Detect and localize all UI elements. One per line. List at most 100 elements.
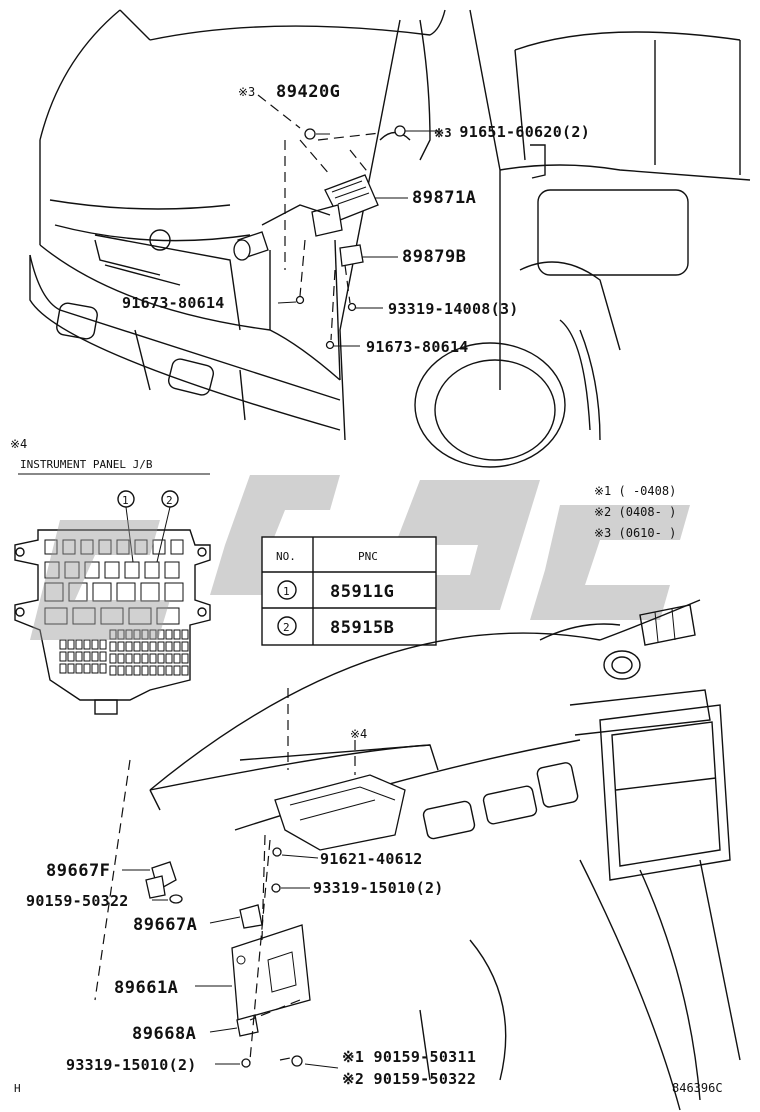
part-label-89667a: 89667A [133,915,197,935]
fuse-slot [91,663,99,674]
dashboard-illustration [145,599,741,1111]
fuse-slot [68,582,88,602]
fuse-slot [141,629,149,640]
table-header-pnc: PNC [358,550,378,563]
fuse-slot [164,561,180,579]
fuse-slot [117,653,125,664]
fuse-slot [181,641,189,652]
fuse-slot [157,641,165,652]
illustration-code: 846396C [672,1081,723,1095]
fuse-slot [67,663,75,674]
fuse-slot [59,639,67,650]
fuse-slot [44,561,60,579]
fuse-slot [133,629,141,640]
fuse-slot [116,539,130,555]
fuse-slot [125,653,133,664]
part-label-90159-50322-b: ※2 90159-50322 [342,1070,476,1088]
fuse-slot [133,641,141,652]
table-row-2-no: 2 [283,621,290,634]
fuse-slot [67,651,75,662]
fuse-slot [124,561,140,579]
fuse-slot [165,665,173,676]
part-label-93319-15010-b: 93319-15010(2) [66,1056,197,1074]
part-label-93319-14008: 93319-14008(3) [388,300,519,318]
corner-mark: H [14,1082,21,1095]
table-row-1-pnc: 85911G [330,582,394,602]
part-label-89879b: 89879B [402,247,466,267]
fuse-slot [173,629,181,640]
fuse-slot [157,653,165,664]
table-row-1-no: 1 [283,585,290,598]
part-label-91621-40612: 91621-40612 [320,850,423,868]
fuse-slot [44,607,68,625]
fuse-slot [98,539,112,555]
fuse-slot [62,539,76,555]
fuse-slot [99,663,107,674]
part-label-89871a: 89871A [412,188,476,208]
table-header-no: NO. [276,550,296,563]
fuse-slot [59,663,67,674]
jb-mark: ※4 [10,437,27,451]
part-label-93319-15010-a: 93319-15010(2) [313,879,444,897]
fuse-slot [117,629,125,640]
jb-callout-2: 2 [166,494,173,507]
fuse-slot [149,641,157,652]
fuse-slot [125,665,133,676]
dash-mark-4: ※4 [350,727,367,741]
fuse-slot [173,653,181,664]
jb-title: INSTRUMENT PANEL J/B [20,458,153,471]
fuse-slot [116,582,136,602]
fuse-slot [117,641,125,652]
fuse-slot [125,641,133,652]
legend-row-1: ※1 ( -0408) [594,484,676,498]
fuse-slot [75,651,83,662]
fuse-slot [83,663,91,674]
fuse-slot [44,539,58,555]
part-label-91651-60620: ※3 91651-60620(2) [434,123,590,141]
part-label-89661a: 89661A [114,978,178,998]
fuse-slot [141,653,149,664]
fuse-slot [83,651,91,662]
fuse-slot [173,665,181,676]
fuse-slot [149,629,157,640]
fuse-slot [141,641,149,652]
bottom-leader-lines [94,688,356,1069]
fuse-slot [75,639,83,650]
legend-row-2: ※2 (0408- ) [594,505,676,519]
legend-row-3: ※3 (0610- ) [594,526,676,540]
fuse-slot [149,665,157,676]
fuse-slot [149,653,157,664]
fuse-slot [80,539,94,555]
fuse-slot [141,665,149,676]
fuse-slot [64,561,80,579]
fuse-slot [91,651,99,662]
fuse-slot [170,539,184,555]
fuse-slot [165,641,173,652]
label-mark-3: ※3 [238,85,255,99]
truck-cab-illustration [29,9,751,468]
fuse-slot [75,663,83,674]
fuse-slot [59,651,67,662]
part-label-89667f: 89667F [46,861,110,881]
fuse-slot [44,582,64,602]
fuse-slot [109,641,117,652]
jb-callout-1: 1 [122,494,129,507]
fuse-slot [164,582,184,602]
fuse-slot [67,639,75,650]
fuse-slot [157,629,165,640]
fuse-slot [104,561,120,579]
table-row-2-pnc: 85915B [330,618,394,638]
part-label-91673-80614-b: 91673-80614 [366,338,469,356]
top-leader-lines [257,94,440,347]
fuse-slot [144,561,160,579]
fuse-slot [133,653,141,664]
fuse-slot [99,651,107,662]
part-label-89668a: 89668A [132,1024,196,1044]
fuse-slot [128,607,152,625]
fuse-slot [181,653,189,664]
part-label-89420g: 89420G [276,82,340,102]
fuse-slot [156,607,180,625]
junction-block-drawing: 1 2 [14,490,211,715]
fuse-slot [92,582,112,602]
